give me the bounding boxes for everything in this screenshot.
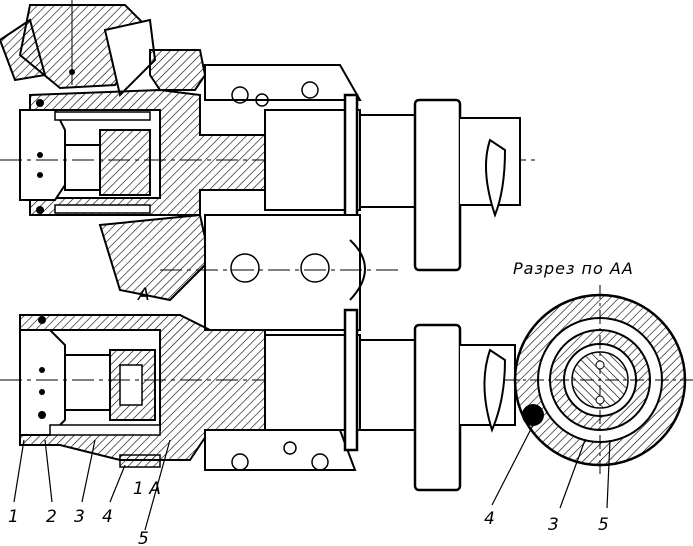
- ball-element: [522, 404, 544, 426]
- section-label-4: 4: [484, 509, 495, 529]
- part-label-3: 3: [74, 507, 85, 527]
- section-aa-view: [505, 285, 693, 475]
- part-label-1: 1: [8, 507, 19, 527]
- section-label-3: 3: [548, 515, 559, 535]
- leader-lines: [13, 424, 611, 531]
- part-label-2: 2: [46, 507, 57, 527]
- section-marker-bottom: 1 А: [133, 479, 161, 499]
- lower-shaft: [264, 308, 516, 492]
- lower-assembly: [0, 314, 520, 471]
- section-label-5: 5: [598, 515, 609, 535]
- part-label-4: 4: [102, 507, 113, 527]
- upper-shaft: [264, 93, 521, 272]
- part-label-5: 5: [138, 529, 149, 546]
- section-marker-top: А: [137, 285, 150, 305]
- upper-gear-assembly: [0, 0, 540, 216]
- section-title: Разрез по АА: [513, 259, 634, 278]
- middle-bridge: [98, 213, 400, 331]
